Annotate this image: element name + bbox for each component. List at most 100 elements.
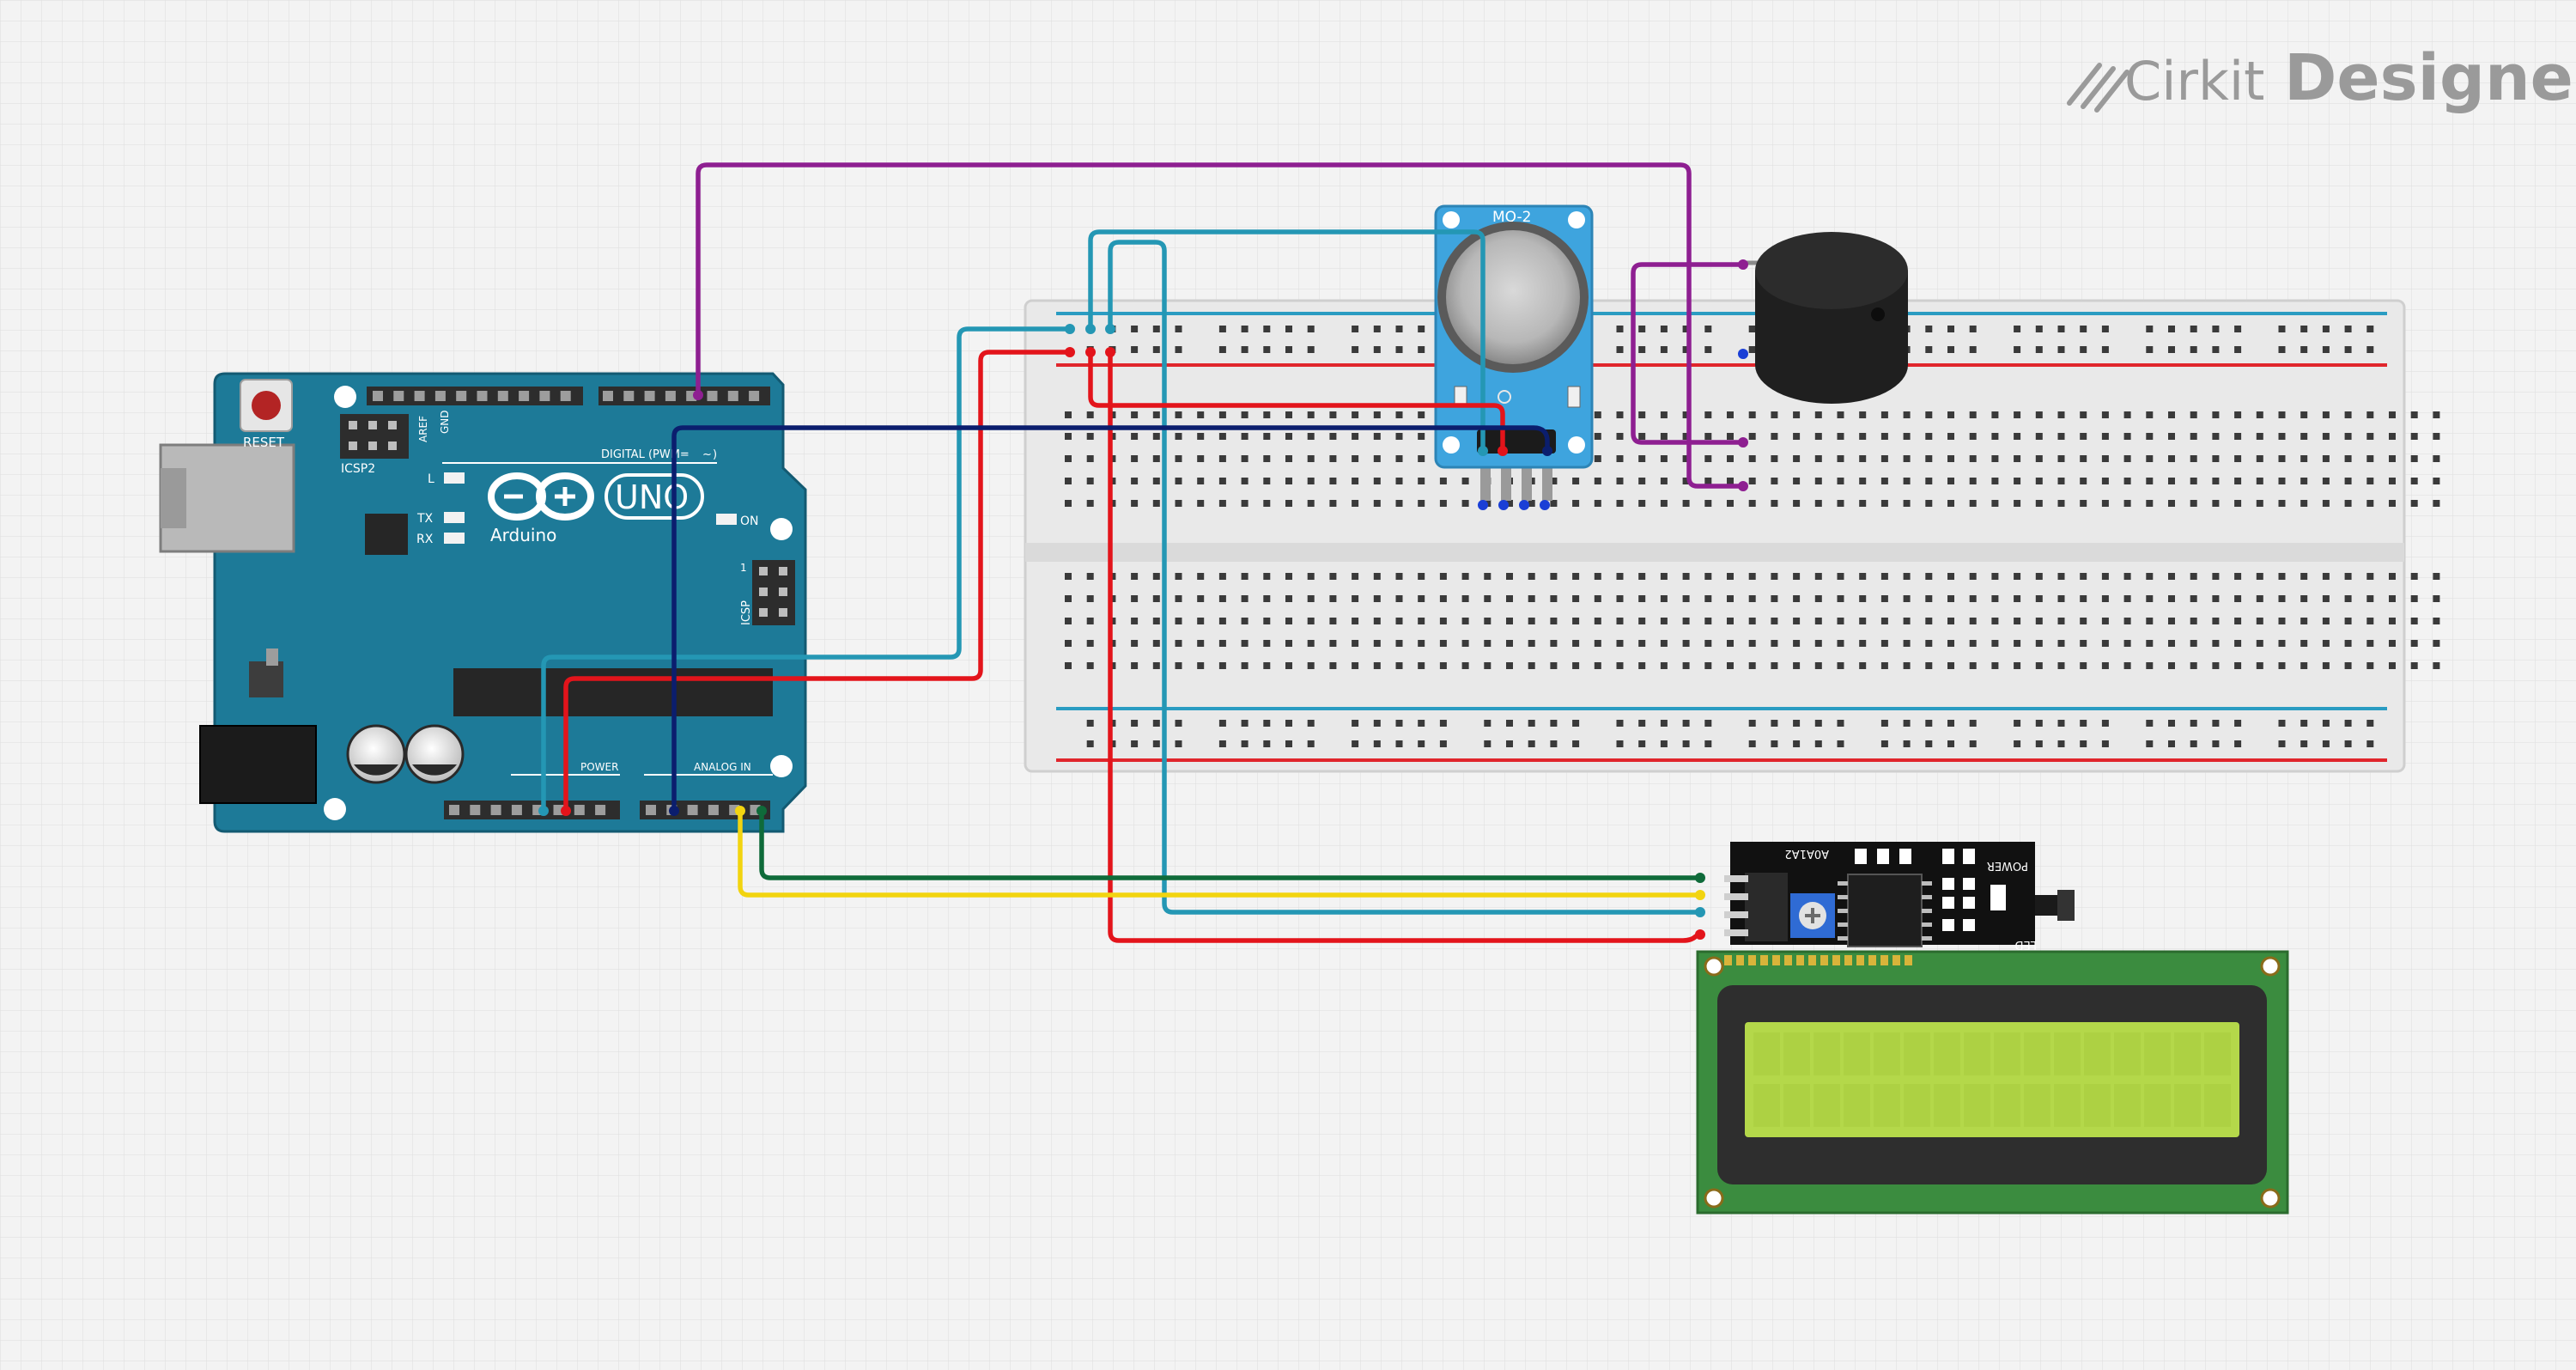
- hole: [1329, 640, 1337, 647]
- rail-hole: [1969, 720, 1977, 727]
- hole: [1131, 478, 1139, 484]
- hole: [1329, 595, 1337, 602]
- hole: [1065, 411, 1072, 418]
- hole: [1218, 433, 1226, 440]
- wire-red-gnd-to-rail[interactable]: [563, 350, 1072, 813]
- atmega-chip: [453, 668, 773, 716]
- hole: [1263, 618, 1271, 624]
- hole: [2389, 662, 2396, 669]
- wire-endpoint: [1065, 347, 1075, 357]
- hole: [1947, 662, 1954, 669]
- rail-hole: [1285, 326, 1292, 332]
- hole: [1329, 573, 1337, 580]
- hole: [1175, 662, 1182, 669]
- hole: [2410, 478, 2418, 484]
- rail-hole: [2101, 326, 2109, 332]
- rail-hole: [1086, 720, 1094, 727]
- hole: [2168, 500, 2175, 507]
- rail-hole: [1373, 326, 1381, 332]
- wire-teal-rail-to-lcd-vcc[interactable]: [1108, 240, 1703, 915]
- hole: [2190, 640, 2197, 647]
- breadboard[interactable]: [1024, 299, 2440, 773]
- wire-endpoint: [1695, 890, 1705, 900]
- wire-navy-a0-to-sensor[interactable]: [671, 425, 1550, 813]
- hole: [1638, 573, 1646, 580]
- wire-purple-buzzer-jumper[interactable]: [1631, 262, 1746, 445]
- hole: [1131, 618, 1139, 624]
- rail-hole: [2035, 326, 2043, 332]
- wire-teal-rail-to-sensor[interactable]: [1088, 229, 1485, 454]
- hole: [1748, 662, 1756, 669]
- wire-endpoint: [1542, 446, 1552, 456]
- rail-hole: [2300, 740, 2308, 747]
- hole: [1461, 573, 1469, 580]
- rail-hole: [1704, 740, 1712, 747]
- wires[interactable]: [541, 162, 1746, 943]
- reset-button-cap[interactable]: [252, 391, 281, 420]
- rail-hole: [1638, 346, 1646, 353]
- hole: [1329, 433, 1337, 440]
- rail-hole: [1131, 720, 1139, 727]
- mq2-gas-sensor[interactable]: MQ-2: [1434, 204, 1594, 501]
- hole: [1594, 411, 1601, 418]
- hole: [2101, 455, 2109, 462]
- wire-teal-5v-to-rail[interactable]: [541, 326, 1072, 813]
- wire-endpoint: [538, 806, 549, 816]
- hole: [1748, 618, 1756, 624]
- hole: [2300, 478, 2308, 484]
- hole: [1218, 618, 1226, 624]
- hole: [2322, 478, 2330, 484]
- wire-yellow-a4-to-lcd-sda[interactable]: [738, 808, 1703, 898]
- buzzer[interactable]: [1741, 232, 1908, 404]
- hole: [1506, 640, 1513, 647]
- hole: [1880, 411, 1888, 418]
- hole: [2300, 411, 2308, 418]
- hole: [1461, 640, 1469, 647]
- hole: [1991, 640, 1999, 647]
- rail-hole: [2300, 346, 2308, 353]
- hole: [2101, 662, 2109, 669]
- hole: [1660, 433, 1668, 440]
- rail-hole: [2278, 326, 2286, 332]
- wire-purple-pin3-to-buzzer[interactable]: [696, 162, 1746, 489]
- rail-hole: [1748, 740, 1756, 747]
- hole: [1616, 500, 1624, 507]
- hole: [2300, 640, 2308, 647]
- hole: [1704, 640, 1712, 647]
- arduino-uno[interactable]: RESET ICSP2 AREF GND DIGITAL (PWM= ~ ) L…: [159, 372, 807, 833]
- hole: [1131, 640, 1139, 647]
- buzzer-top: [1755, 232, 1908, 309]
- hole: [2366, 500, 2374, 507]
- hole: [2322, 640, 2330, 647]
- i2c-backpack[interactable]: A0A1A2 POWER LED: [1724, 842, 2075, 951]
- hole: [1925, 595, 1933, 602]
- hole: [2014, 640, 2021, 647]
- hole: [1307, 662, 1315, 669]
- rail-hole: [2080, 346, 2087, 353]
- rail-hole: [1660, 720, 1668, 727]
- hole: [2344, 500, 2352, 507]
- lcd-1602[interactable]: [1696, 950, 2289, 1215]
- pin-marker: [1519, 500, 1529, 510]
- wire-red-rail-to-lcd-gnd[interactable]: [1108, 350, 1703, 943]
- hole: [2123, 411, 2131, 418]
- wire-endpoint: [1478, 446, 1488, 456]
- hole: [1197, 500, 1205, 507]
- usb-chip: [365, 514, 408, 555]
- hole: [1329, 662, 1337, 669]
- wire-red-rail-to-sensor[interactable]: [1088, 350, 1505, 454]
- rail-hole: [2344, 740, 2352, 747]
- rail-hole: [1748, 326, 1756, 332]
- hole: [2146, 595, 2154, 602]
- wire-green-a5-to-lcd-scl[interactable]: [759, 808, 1703, 880]
- hole: [1682, 640, 1690, 647]
- hole: [2190, 595, 2197, 602]
- hole: [1903, 640, 1911, 647]
- digital-label: DIGITAL (PWM=: [601, 448, 690, 461]
- hole: [1065, 455, 1072, 462]
- hole: [2057, 595, 2065, 602]
- hole: [1086, 640, 1094, 647]
- hole: [1572, 573, 1580, 580]
- hole: [1528, 662, 1535, 669]
- hole: [1991, 573, 1999, 580]
